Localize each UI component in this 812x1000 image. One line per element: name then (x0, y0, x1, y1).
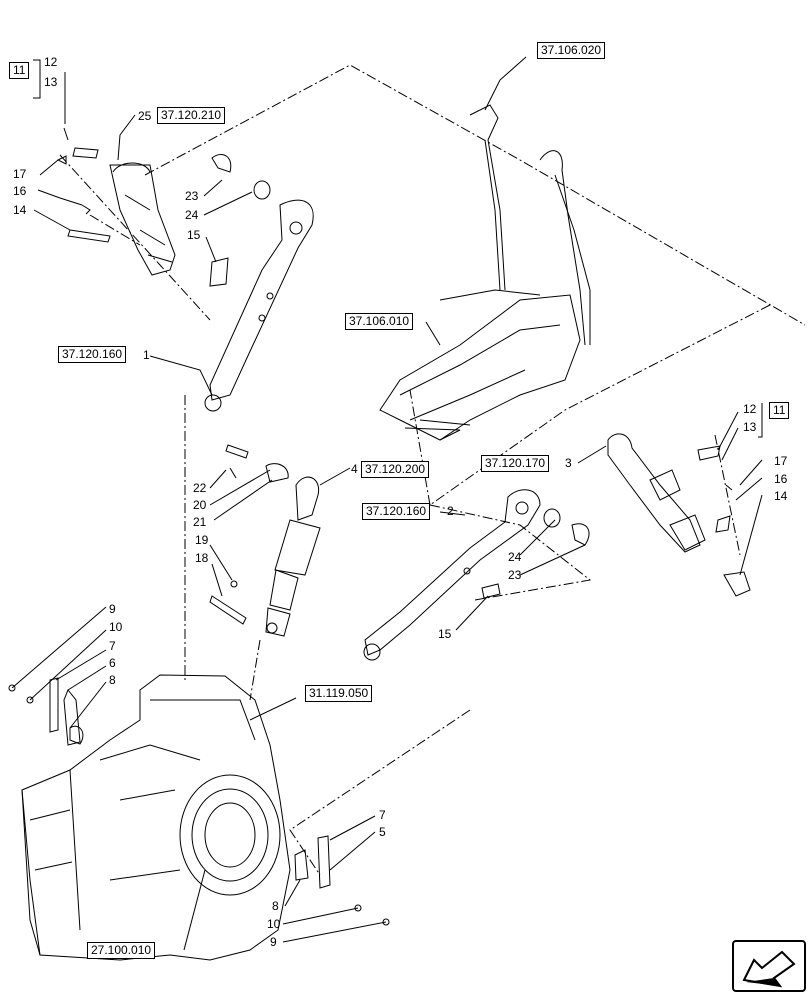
callout-21: 21 (193, 515, 207, 529)
callout-19: 19 (195, 533, 209, 547)
callout-5: 5 (379, 825, 386, 839)
callout-17-top-left: 17 (13, 167, 27, 181)
callout-8-bottom: 8 (272, 899, 279, 913)
lower-link-1 (204, 199, 314, 412)
ref-27-100-010[interactable]: 27.100.010 (87, 942, 156, 959)
leveling-link-top-left (56, 127, 271, 287)
callout-14-top-left: 14 (13, 203, 27, 217)
ref-37-120-160-right[interactable]: 37.120.160 (362, 503, 431, 520)
ref-37-120-200[interactable]: 37.120.200 (361, 461, 430, 478)
callout-7-bottom: 7 (379, 808, 386, 822)
lower-link-2 (363, 489, 590, 661)
callout-2: 2 (447, 504, 454, 518)
ref-37-120-210[interactable]: 37.120.210 (157, 107, 226, 124)
callout-9-left: 9 (109, 602, 116, 616)
callout-7-left: 7 (109, 639, 116, 653)
callout-8-left: 8 (109, 673, 116, 687)
callout-18: 18 (195, 551, 209, 565)
callout-12-top-left: 12 (44, 55, 58, 69)
callout-16-top-left: 16 (13, 184, 27, 198)
callout-6: 6 (109, 656, 116, 670)
lift-frame (379, 104, 591, 441)
callout-12-right: 12 (743, 402, 757, 416)
callout-23-top-left: 23 (185, 189, 199, 203)
callout-10-left: 10 (109, 620, 123, 634)
leader-lines (11, 56, 763, 951)
callout-1: 1 (143, 348, 150, 362)
ref-37-106-020[interactable]: 37.106.020 (537, 42, 606, 59)
rear-axle-housing (21, 674, 291, 961)
callout-15-top-left: 15 (187, 228, 201, 242)
ref-37-106-010[interactable]: 37.106.010 (345, 313, 414, 330)
callout-3: 3 (565, 456, 572, 470)
callout-4: 4 (351, 462, 358, 476)
ref-31-119-050[interactable]: 31.119.050 (305, 685, 373, 702)
callout-17-right: 17 (774, 454, 788, 468)
callout-16-right: 16 (774, 472, 788, 486)
ref-37-120-160-left[interactable]: 37.120.160 (58, 346, 127, 363)
callout-13-right: 13 (743, 420, 757, 434)
callout-14-right: 14 (774, 489, 788, 503)
callout-23-right: 23 (508, 568, 522, 582)
callout-24-top-left: 24 (185, 208, 199, 222)
arrow-back-glyph (742, 950, 796, 988)
callout-24-right: 24 (508, 550, 522, 564)
stabilizer-bracket-left (8, 677, 84, 746)
boxed-number-left: 11 (9, 62, 30, 79)
top-link-4 (209, 444, 321, 637)
arrow-back-icon[interactable] (732, 940, 806, 992)
callout-15-right: 15 (438, 627, 452, 641)
callout-25: 25 (138, 109, 152, 123)
callout-10-bottom: 10 (267, 917, 281, 931)
assembly-dashdot-lines (59, 64, 806, 876)
callout-20: 20 (193, 498, 207, 512)
callout-22: 22 (193, 481, 207, 495)
callout-9-bottom: 9 (270, 935, 277, 949)
stabilizer-bracket-right (294, 835, 390, 926)
ref-37-120-170[interactable]: 37.120.170 (481, 455, 550, 472)
boxed-number-right: 11 (769, 402, 790, 419)
top-link-3 (607, 433, 751, 597)
callout-13-top-left: 13 (44, 75, 58, 89)
